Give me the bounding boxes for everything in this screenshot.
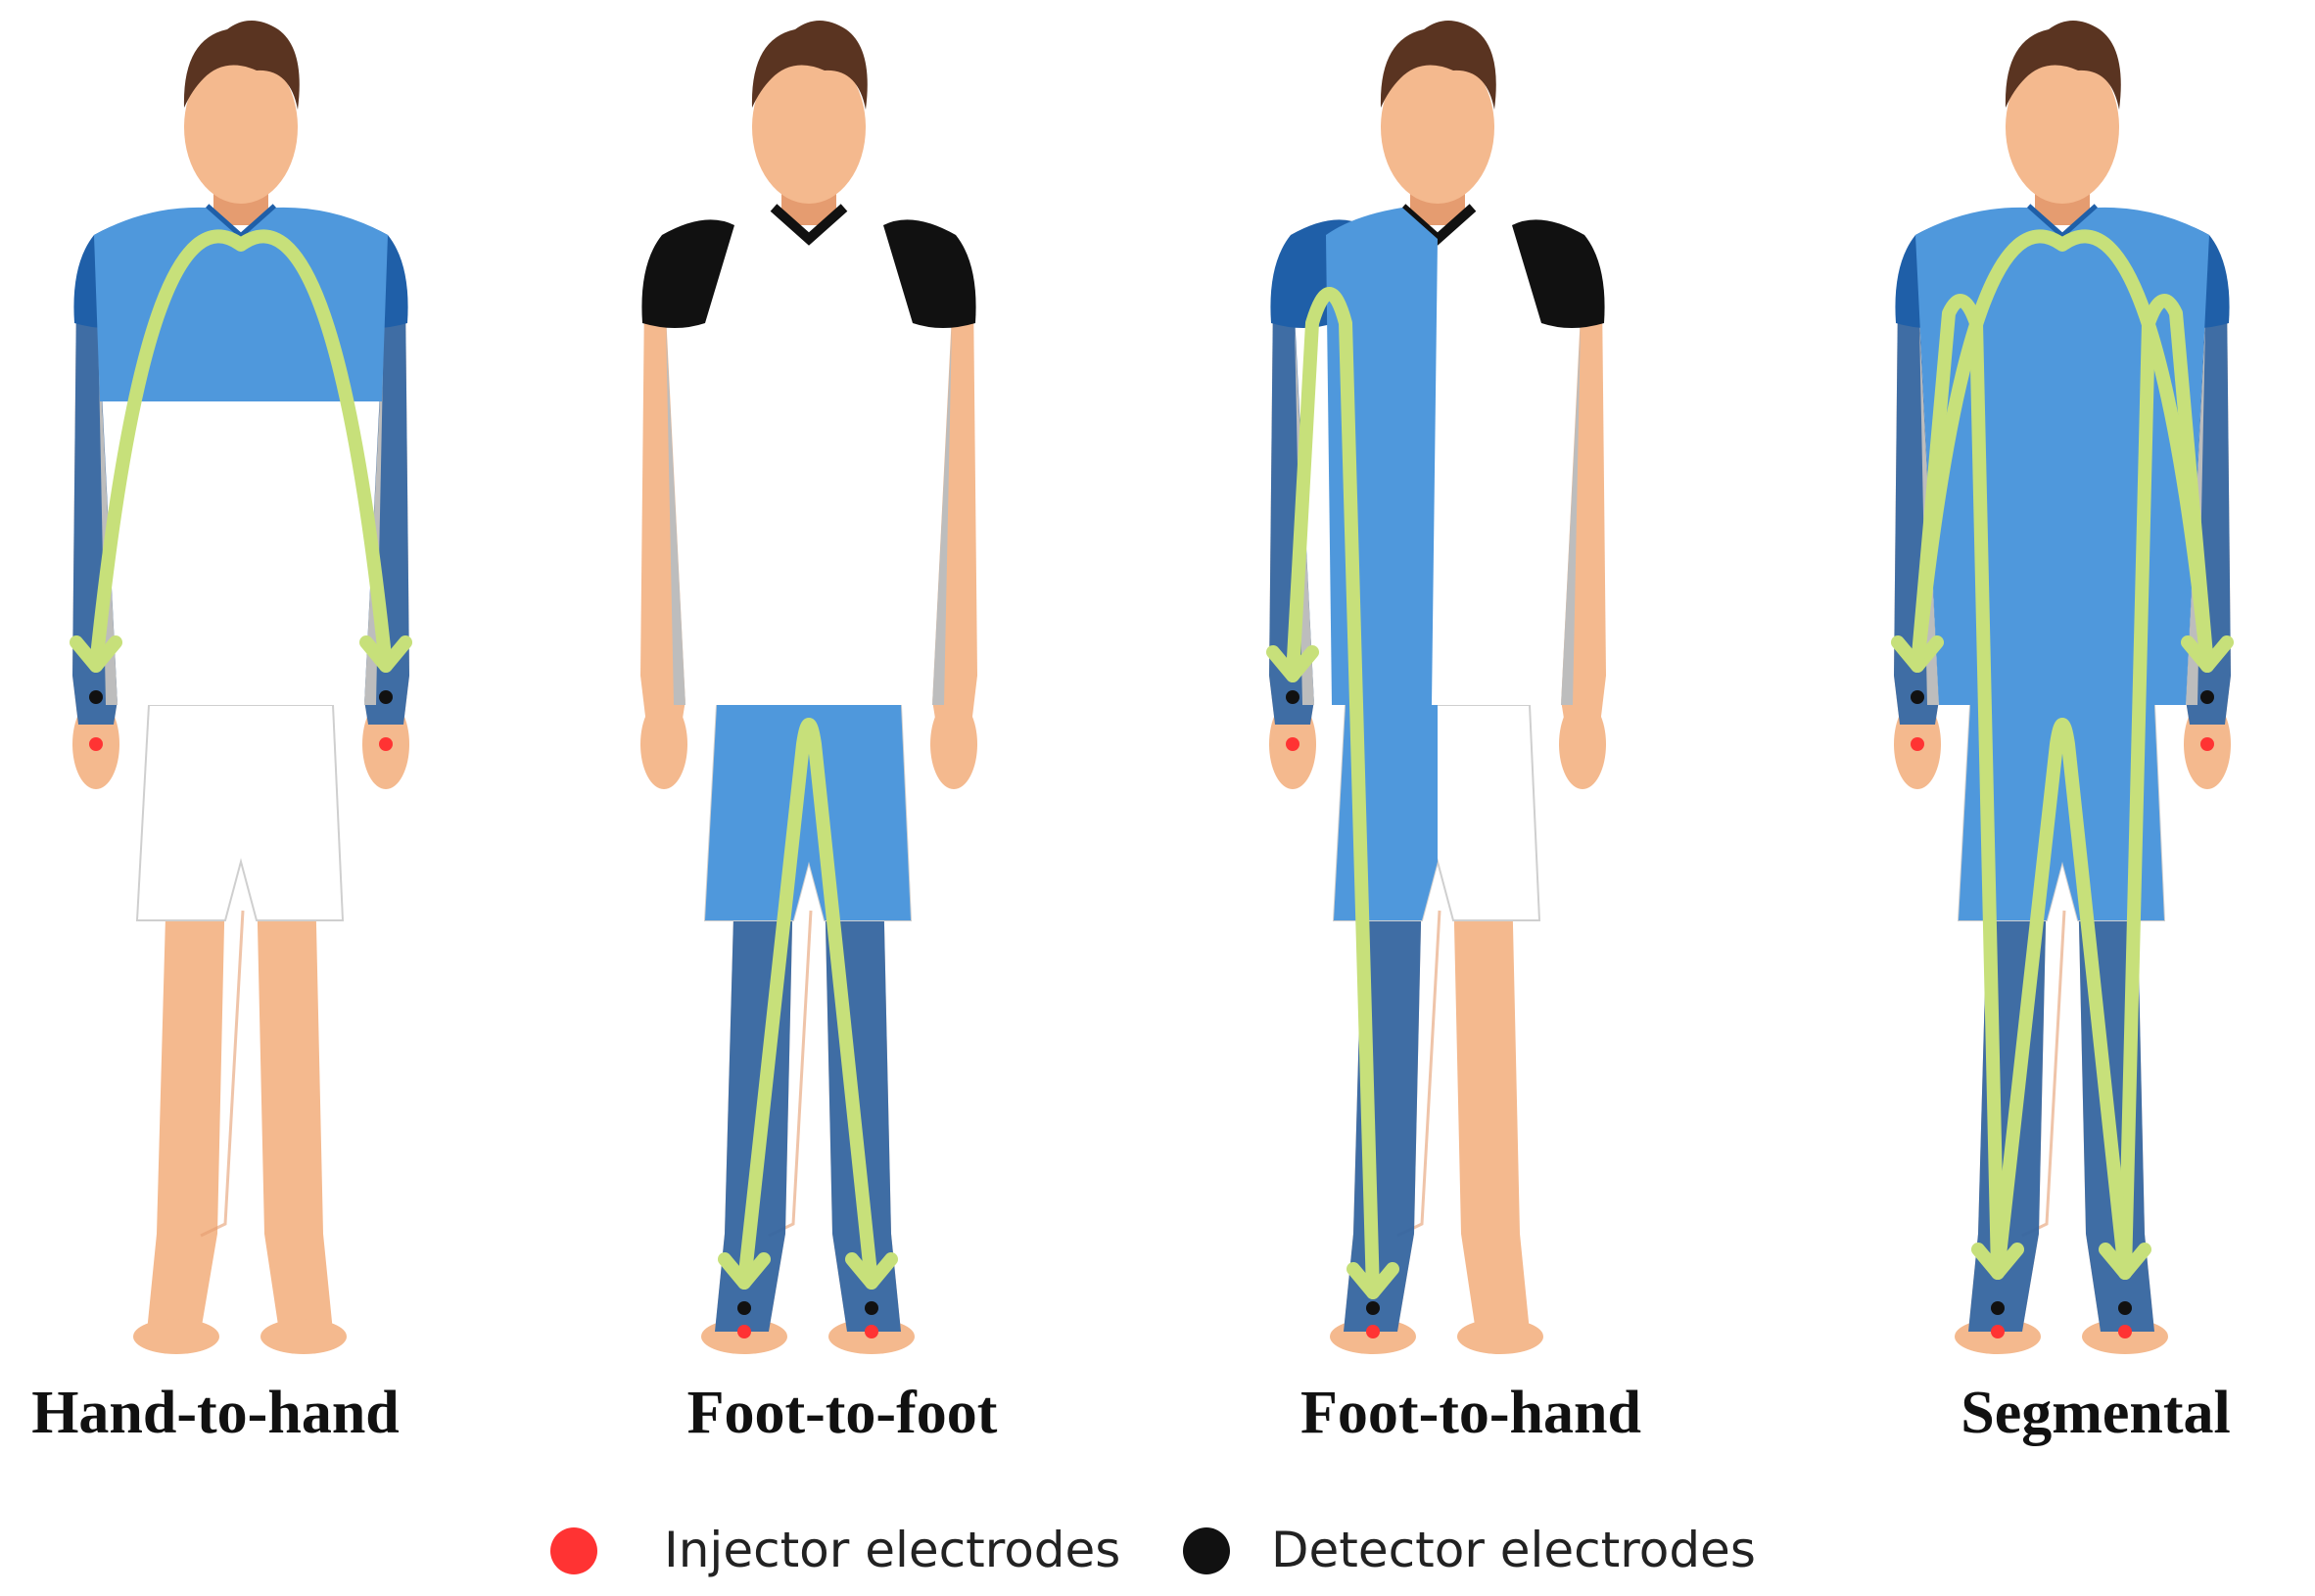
electrodes xyxy=(1286,690,1380,1338)
hand-to-hand-arrow xyxy=(89,229,393,673)
detector-electrode-right-ankle xyxy=(865,1301,878,1315)
current-arrows xyxy=(718,718,898,1290)
injector-electrode-right-ankle xyxy=(2118,1325,2132,1338)
right-hand xyxy=(930,699,977,789)
right-leg xyxy=(257,881,333,1332)
shirt-side-shade-right xyxy=(1561,323,1581,705)
injector-electrode-left-ankle xyxy=(1366,1325,1380,1338)
injector-electrode-label: Injector electrodes xyxy=(664,1522,1121,1578)
right-sleeve xyxy=(883,219,976,328)
injector-electrode-left-wrist xyxy=(89,737,103,751)
injector-electrode-left-ankle xyxy=(737,1325,751,1338)
detector-electrode-left-ankle xyxy=(1991,1301,2005,1315)
figure-body xyxy=(72,21,409,1354)
shirt-torso xyxy=(662,207,956,705)
caption-hand-to-hand: Hand-to-hand xyxy=(31,1380,400,1446)
body-figure xyxy=(70,21,412,1354)
caption-foot-to-hand: Foot-to-hand xyxy=(1300,1380,1641,1446)
detector-electrode-left-wrist xyxy=(89,690,103,704)
shirt-side-shade-right xyxy=(932,323,952,705)
chest-current xyxy=(94,207,388,401)
shirt-side-shade-left xyxy=(666,323,685,705)
shorts-current xyxy=(705,705,911,920)
body-figure xyxy=(640,21,977,1354)
detector-electrode-left-ankle xyxy=(737,1301,751,1315)
shorts xyxy=(135,704,345,921)
figure-foot-to-foot xyxy=(568,0,1116,1371)
foot-to-hand-arrow-head xyxy=(1266,645,1399,1299)
left-leg xyxy=(147,881,225,1332)
hand-to-hand-arrow-head xyxy=(70,635,412,673)
left-diagonal-arrow xyxy=(1911,294,2005,1280)
figure-segmental xyxy=(1821,0,2315,1371)
figure-body xyxy=(1894,21,2231,1354)
body-figure xyxy=(1266,21,1606,1354)
figure-body xyxy=(1269,21,1606,1354)
hair xyxy=(183,21,300,110)
detector-electrode-left-wrist xyxy=(1286,690,1299,704)
electrodes xyxy=(737,1301,878,1338)
detector-electrode-right-ankle xyxy=(2118,1301,2132,1315)
current-arrows xyxy=(1266,287,1399,1299)
shorts-current xyxy=(1959,705,2164,920)
caption-foot-to-foot: Foot-to-foot xyxy=(686,1380,998,1446)
head xyxy=(2006,51,2119,204)
injector-electrode-right-wrist xyxy=(2200,737,2214,751)
hair xyxy=(1380,21,1496,110)
right-sleeve xyxy=(1512,219,1605,328)
injector-electrode-left-ankle xyxy=(1991,1325,2005,1338)
arm-arc-arrow xyxy=(1911,229,2214,673)
detector-electrode-right-wrist xyxy=(379,690,393,704)
electrodes xyxy=(1911,690,2214,1338)
right-foot xyxy=(1457,1319,1543,1354)
figure-hand-to-hand xyxy=(0,0,548,1371)
leg-shade xyxy=(200,910,245,1238)
head xyxy=(184,51,298,204)
head xyxy=(1381,51,1494,204)
injector-electrode-left-wrist xyxy=(1911,737,1924,751)
figure-body xyxy=(640,21,977,1354)
current-arrows xyxy=(70,229,412,673)
torso-current xyxy=(1915,207,2209,705)
hair xyxy=(751,21,868,110)
caption-segmental: Segmental xyxy=(1961,1380,2231,1446)
injector-electrode-left-wrist xyxy=(1286,737,1299,751)
shirt-side-shade-right xyxy=(364,323,384,705)
figure-foot-to-hand xyxy=(1197,0,1745,1371)
left-hand xyxy=(640,699,687,789)
shirt-collar xyxy=(770,204,848,246)
hair xyxy=(2005,21,2121,110)
body-figure xyxy=(1891,21,2234,1354)
legend: Injector electrodes Detector electrodes xyxy=(0,1516,2315,1584)
injector-electrode-right-wrist xyxy=(379,737,393,751)
injector-electrode-marker xyxy=(550,1527,597,1574)
foot-to-hand-arrow xyxy=(1286,287,1380,1299)
left-sleeve xyxy=(641,219,734,328)
foot-to-foot-arrow-head xyxy=(718,1252,898,1290)
right-leg xyxy=(1453,881,1530,1332)
detector-electrode-right-wrist xyxy=(2200,690,2214,704)
leg-loop-arrow xyxy=(1991,718,2132,1280)
injector-electrode-right-ankle xyxy=(865,1325,878,1338)
right-diagonal-arrow xyxy=(2118,294,2214,1280)
right-hand xyxy=(1559,699,1606,789)
foot-to-foot-arrow xyxy=(737,718,878,1290)
head xyxy=(752,51,866,204)
detector-electrode-marker xyxy=(1183,1527,1230,1574)
current-arrows xyxy=(1891,229,2234,1280)
right-foot xyxy=(260,1319,347,1354)
shirt-side-shade-left xyxy=(98,323,118,705)
electrodes xyxy=(89,690,393,751)
detector-electrode-left-ankle xyxy=(1366,1301,1380,1315)
detector-electrode-left-wrist xyxy=(1911,690,1924,704)
shorts-current-left xyxy=(1334,705,1438,920)
left-foot xyxy=(133,1319,219,1354)
detector-electrode-label: Detector electrodes xyxy=(1271,1522,1756,1578)
